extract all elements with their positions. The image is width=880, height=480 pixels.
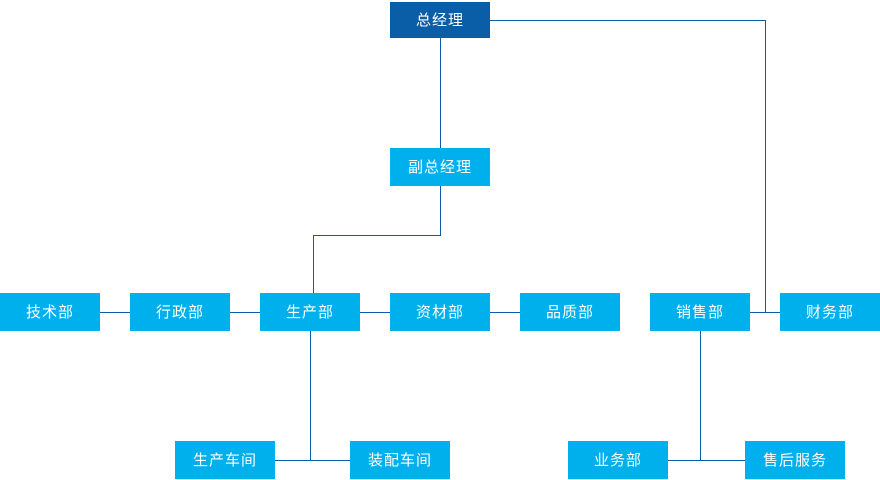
node-technology-dept[interactable]: 技术部	[0, 293, 100, 331]
node-sales-dept[interactable]: 销售部	[650, 293, 750, 331]
node-label: 副总经理	[407, 157, 472, 176]
connector-production-to-materials-horizontal	[360, 312, 390, 313]
node-label: 销售部	[675, 302, 724, 321]
connector-deputy-to-production-vertical	[313, 235, 314, 293]
node-label: 资材部	[415, 302, 464, 321]
node-production-dept[interactable]: 生产部	[260, 293, 360, 331]
node-materials-dept[interactable]: 资材部	[390, 293, 490, 331]
node-label: 生产部	[285, 302, 334, 321]
node-general-manager[interactable]: 总经理	[390, 2, 490, 38]
connector-workshops-horizontal	[275, 460, 350, 461]
connector-sales-to-finance-horizontal	[750, 312, 780, 313]
connector-admin-to-production-horizontal	[230, 312, 260, 313]
connector-sales-down-vertical	[700, 331, 701, 460]
node-label: 技术部	[25, 302, 74, 321]
connector-production-down-vertical	[310, 331, 311, 460]
connector-gm-to-deputy-vertical	[440, 38, 441, 148]
node-label: 总经理	[415, 10, 464, 29]
connector-tech-to-admin-horizontal	[100, 312, 130, 313]
node-label: 行政部	[155, 302, 204, 321]
node-administration-dept[interactable]: 行政部	[130, 293, 230, 331]
connector-deputy-drop-vertical	[440, 186, 441, 236]
node-aftersales-service[interactable]: 售后服务	[745, 441, 845, 479]
node-business-dept[interactable]: 业务部	[568, 441, 668, 479]
node-label: 财务部	[805, 302, 854, 321]
node-quality-dept[interactable]: 品质部	[520, 293, 620, 331]
connector-sales-children-horizontal	[668, 460, 745, 461]
node-label: 生产车间	[192, 450, 257, 469]
node-assembly-workshop[interactable]: 装配车间	[350, 441, 450, 479]
connector-gm-right-drop-vertical	[765, 20, 766, 313]
node-label: 售后服务	[762, 450, 827, 469]
connector-deputy-offset-horizontal	[313, 235, 441, 236]
connector-gm-to-right-horizontal	[490, 20, 766, 21]
node-label: 装配车间	[367, 450, 432, 469]
node-deputy-manager[interactable]: 副总经理	[390, 148, 490, 186]
node-finance-dept[interactable]: 财务部	[780, 293, 880, 331]
node-label: 业务部	[593, 450, 642, 469]
node-production-workshop[interactable]: 生产车间	[175, 441, 275, 479]
node-label: 品质部	[545, 302, 594, 321]
connector-materials-to-quality-horizontal	[490, 312, 520, 313]
